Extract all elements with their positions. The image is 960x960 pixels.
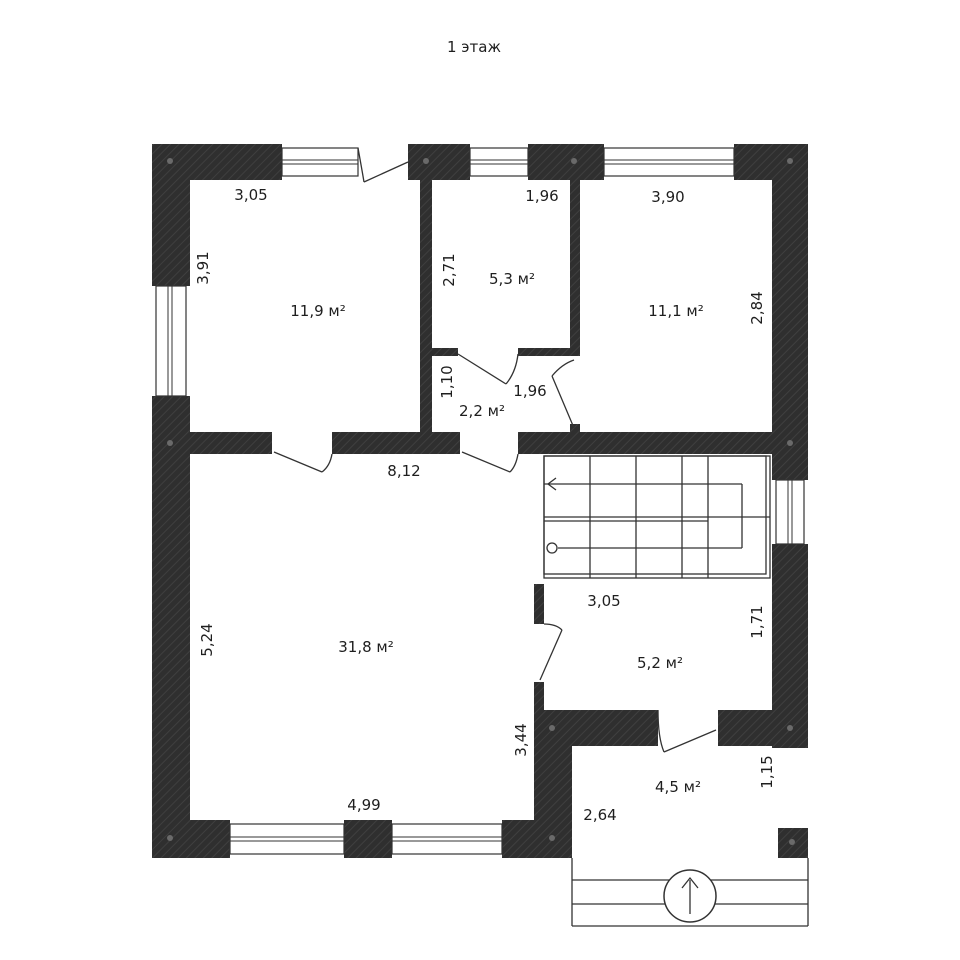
dim-hall-height: 1,10: [438, 365, 456, 398]
dimension-labels: 3,05 3,91 1,96 2,71 3,90 2,84 1,10 1,96 …: [194, 186, 776, 824]
node: [549, 835, 555, 841]
node: [549, 725, 555, 731]
dim-nw-width: 3,05: [234, 186, 267, 204]
dim-porch-height: 1,15: [758, 755, 776, 788]
dim-porch-step: 3,44: [512, 723, 530, 756]
node: [167, 835, 173, 841]
room-area-nw: 11,9 м²: [290, 302, 346, 320]
wall-mid-3: [518, 432, 808, 454]
dim-ne-width: 3,90: [651, 188, 684, 206]
node: [789, 839, 795, 845]
node: [571, 158, 577, 164]
entrance-arrow-icon: [681, 876, 699, 889]
room-area-bath: 5,2 м²: [637, 654, 683, 672]
dim-hall-width: 1,96: [513, 382, 546, 400]
wall-right-1: [772, 144, 808, 480]
dim-bath-width: 3,05: [587, 592, 620, 610]
porch-steps: [571, 858, 809, 927]
door-hall-bottom: [461, 451, 519, 473]
dim-small-height: 2,71: [440, 253, 458, 286]
wall-top-2: [408, 144, 470, 180]
wall-int-h1: [432, 348, 458, 356]
stair-inner-outline: [543, 455, 767, 575]
door-porch: [657, 709, 717, 753]
node: [787, 440, 793, 446]
wall-top-3: [528, 144, 604, 180]
stair-start-circle: [546, 542, 558, 554]
dim-living-width: 4,99: [347, 796, 380, 814]
wall-bottom-1: [152, 820, 230, 858]
wall-left-2: [152, 396, 190, 856]
window-left: [155, 285, 187, 397]
window-top-3: [603, 147, 735, 177]
dim-small-width: 1,96: [525, 187, 558, 205]
door-small-room: [457, 353, 519, 385]
room-area-living: 31,8 м²: [338, 638, 394, 656]
room-area-hall: 2,2 м²: [459, 402, 505, 420]
wall-bottom-2: [344, 820, 392, 858]
wall-int-v2: [570, 176, 580, 356]
dim-living-height: 5,24: [198, 623, 216, 656]
node: [787, 158, 793, 164]
windows: [155, 147, 805, 855]
node: [787, 725, 793, 731]
dim-nw-height: 3,91: [194, 251, 212, 284]
wall-mid-2: [332, 432, 460, 454]
dim-living-length: 8,12: [387, 462, 420, 480]
room-area-ne: 11,1 м²: [648, 302, 704, 320]
floor-title: 1 этаж: [447, 38, 501, 56]
wall-int-v3: [570, 424, 580, 436]
node: [423, 158, 429, 164]
node: [167, 440, 173, 446]
window-top-2: [469, 147, 529, 177]
wall-bath-left-1: [534, 584, 544, 624]
wall-mid-1: [152, 432, 272, 454]
dim-ne-height: 2,84: [748, 291, 766, 324]
room-area-small: 5,3 м²: [489, 270, 535, 288]
dim-bath-height: 1,71: [748, 605, 766, 638]
window-right: [775, 479, 805, 545]
walls: [152, 144, 808, 858]
node: [167, 158, 173, 164]
wall-porch-left: [534, 744, 572, 858]
dim-porch-width: 2,64: [583, 806, 616, 824]
wall-bath-bottom-2: [718, 710, 808, 746]
wall-left-1: [152, 144, 190, 286]
door-bath: [539, 623, 563, 681]
wall-nodes: [167, 158, 795, 845]
stair-arrow-head: [546, 477, 557, 491]
window-bottom-2: [391, 823, 503, 855]
room-labels: 11,9 м² 5,3 м² 11,1 м² 2,2 м² 31,8 м² 5,…: [290, 270, 704, 796]
doors: [273, 147, 717, 753]
wall-int-v1: [420, 176, 432, 454]
room-area-porch: 4,5 м²: [655, 778, 701, 796]
door-nw-room: [273, 451, 333, 473]
door-entrance-top: [357, 147, 409, 183]
staircase: [543, 455, 771, 579]
window-bottom-1: [229, 823, 345, 855]
door-ne-room: [551, 359, 575, 429]
wall-int-h2: [518, 348, 578, 356]
window-top-1: [281, 147, 359, 177]
